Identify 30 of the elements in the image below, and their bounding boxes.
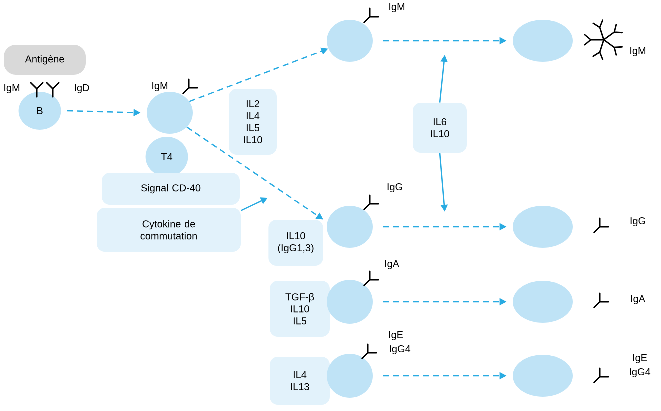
antibody-label: IgG — [388, 183, 402, 193]
antigen-box: Antigène — [4, 45, 86, 75]
antibody-label: IgG — [630, 217, 646, 227]
label-box: IL10 (IgG1,3) — [268, 220, 324, 266]
label-box: IL4 IL13 — [270, 357, 330, 405]
cell-circle — [147, 92, 193, 134]
cell-circle — [327, 280, 373, 324]
antibody-label: IgA — [385, 260, 400, 270]
cell-circle — [513, 20, 573, 62]
antibody-label: IgM — [390, 4, 405, 12]
cell-circle — [327, 206, 373, 248]
antibody-label: IgM — [630, 48, 646, 56]
antibody-label: IgE — [633, 354, 648, 364]
antibody-label: IgG4 — [390, 345, 411, 355]
label-box: Cytokine de commutation — [97, 208, 241, 252]
cell-circle — [327, 20, 373, 62]
antibody-label: IgA — [631, 296, 646, 304]
label-box: IL6 IL10 — [413, 103, 467, 153]
label-box: Signal CD-40 — [102, 173, 240, 205]
antibody-label: IgE — [389, 332, 404, 340]
label-box: IL2 IL4 IL5 IL10 — [229, 89, 277, 155]
antibody-label: IgG4 — [630, 368, 651, 378]
cell-circle — [513, 281, 573, 323]
cell-circle — [513, 206, 573, 248]
cell-circle — [513, 355, 573, 397]
label-box: TGF-β IL10 IL5 — [270, 281, 330, 337]
antibody-label: IgM — [4, 84, 20, 94]
antibody-label: IgM — [152, 82, 168, 92]
antibody-label: IgD — [75, 84, 90, 94]
cell-circle — [327, 354, 373, 398]
